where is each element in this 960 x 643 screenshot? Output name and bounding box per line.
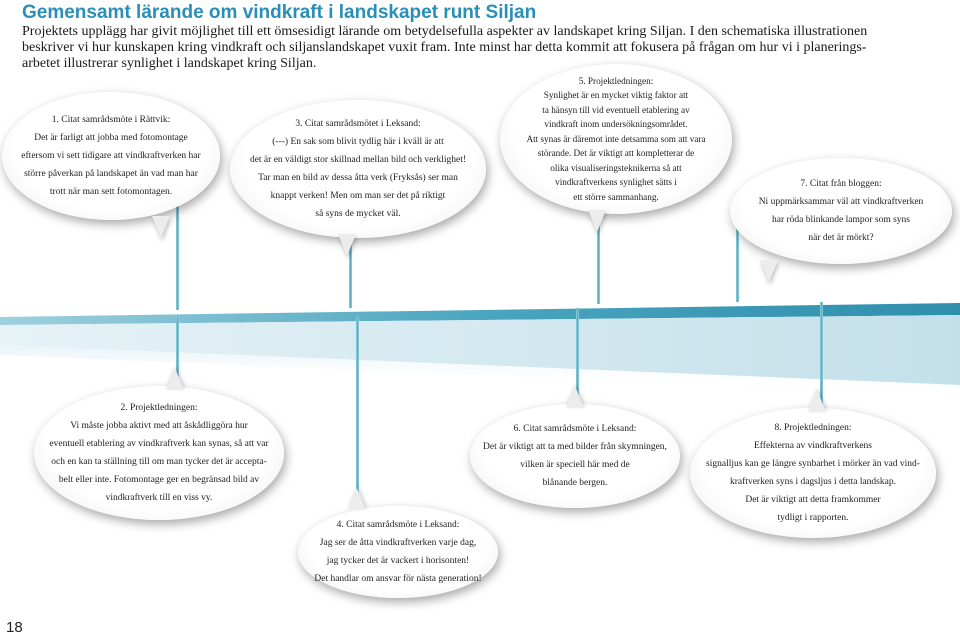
bubble-line: 2. Projektledningen: bbox=[120, 403, 198, 413]
bubble-line: vilken är speciell här med de bbox=[520, 460, 630, 470]
bubble-line: Vi måste jobba aktivt med att åskådliggö… bbox=[70, 421, 248, 431]
bubble-line: knappt verken! Men om man ser det på rik… bbox=[270, 191, 446, 201]
bubble-line: trott när man sett fotomontagen. bbox=[49, 187, 173, 197]
page-number: 18 bbox=[6, 619, 23, 636]
speech-bubble-2: 2. Projektledningen: Vi måste jobba akti… bbox=[34, 368, 284, 520]
bubble-line: så syns de mycket väl. bbox=[315, 209, 401, 219]
bubble-line: belt eller inte. Fotomontage ger en begr… bbox=[58, 475, 260, 485]
bubble-line: Effekterna av vindkraftverkens bbox=[754, 441, 872, 451]
connector-stem bbox=[597, 196, 600, 304]
bubble-line: 1. Citat samrådsmöte i Rättvik: bbox=[51, 115, 171, 125]
bubble-line: större påverkan på landskapet än vad man… bbox=[24, 169, 198, 179]
speech-bubble-4: 4. Citat samrådsmöte i Leksand: Jag ser … bbox=[298, 488, 498, 598]
bubble-line: Det är viktigt att detta framkommer bbox=[745, 495, 881, 505]
bubble-line: 3. Citat samrådsmötet i Leksand: bbox=[295, 119, 421, 129]
bubble-line: 5. Projektledningen: bbox=[578, 75, 654, 86]
intro-line: beskriver vi hur kunskapen kring vindkra… bbox=[22, 40, 867, 55]
connector-stem bbox=[356, 316, 359, 506]
bubble-line: 4. Citat samrådsmöte i Leksand: bbox=[336, 520, 460, 530]
intro-line: arbetet illustrerar synlighet i landskap… bbox=[22, 56, 317, 71]
bubble-line: signalljus kan ge längre synbarhet i mör… bbox=[706, 459, 920, 469]
bubble-line: Synlighet är en mycket viktig faktor att bbox=[543, 90, 689, 101]
bubble-line: kraftverken syns i dagsljus i detta land… bbox=[730, 477, 896, 487]
bubble-line: ta hänsyn till vid eventuell etablering … bbox=[542, 104, 690, 115]
bubble-line: tydligt i rapporten. bbox=[777, 513, 849, 523]
connector-stem bbox=[176, 200, 179, 310]
bubble-line: vindkraft inom undersökningsområdet. bbox=[544, 119, 688, 130]
bubble-line: när det är mörkt? bbox=[808, 233, 874, 243]
page-title: Gemensamt lärande om vindkraft i landska… bbox=[22, 2, 537, 23]
bubble-line: eftersom vi sett tidigare att vindkraftv… bbox=[21, 151, 201, 161]
bubble-line: det är en väldigt stor skillnad mellan b… bbox=[249, 155, 467, 165]
bubble-line: (---) En sak som blivit tydlig här i kvä… bbox=[272, 137, 444, 147]
bubble-line: Ni uppmärksammar väl att vindkraftverken bbox=[758, 197, 924, 207]
bubble-line: ett större sammanhang. bbox=[573, 191, 659, 202]
bubble-line: Tar man en bild av dessa åtta verk (Fryk… bbox=[258, 173, 458, 183]
bubble-line: 8. Projektledningen: bbox=[774, 423, 852, 433]
speech-bubble-3: 3. Citat samrådsmötet i Leksand: (---) E… bbox=[230, 100, 486, 256]
connector-stem bbox=[576, 308, 579, 408]
speech-bubble-5: 5. Projektledningen: Synlighet är en myc… bbox=[500, 64, 732, 232]
bubble-line: 6. Citat samrådsmöte i Leksand: bbox=[513, 424, 637, 434]
bubble-line: Det är farligt att jobba med fotomontage bbox=[34, 133, 188, 143]
connector-stem bbox=[176, 318, 179, 403]
speech-bubble-6: 6. Citat samrådsmöte i Leksand: Det är v… bbox=[470, 386, 680, 508]
bubble-line: och en kan ta ställning till om man tyck… bbox=[51, 457, 267, 467]
bubble-line: 7. Citat från bloggen: bbox=[800, 179, 882, 189]
intro-paragraph: Projektets upplägg har givit möjlighet t… bbox=[22, 24, 922, 72]
connector-stem bbox=[820, 302, 823, 418]
bubble-line: störande. Det är viktigt att komplettera… bbox=[537, 148, 695, 159]
bubble-line: Jag ser de åtta vindkraftverken varje da… bbox=[319, 538, 477, 548]
speech-bubble-7: 7. Citat från bloggen: Ni uppmärksammar … bbox=[730, 158, 952, 282]
bubble-line: har röda blinkande lampor som syns bbox=[772, 215, 910, 225]
connector-stem bbox=[349, 222, 352, 308]
bubble-line: vindkraftverk till en viss vy. bbox=[105, 493, 213, 503]
speech-bubble-8: 8. Projektledningen: Effekterna av vindk… bbox=[690, 390, 936, 538]
bubble-line: Det handlar om ansvar för nästa generati… bbox=[314, 574, 482, 584]
timeline-bar bbox=[0, 295, 960, 395]
speech-bubble-1: 1. Citat samrådsmöte i Rättvik: Det är f… bbox=[2, 92, 220, 238]
bubble-line: vindkraftverkens synlighet sätts i bbox=[555, 177, 677, 188]
bubble-line: olika visualiseringsteknikerna så att bbox=[550, 162, 682, 173]
bubble-line: Det är viktigt att ta med bilder från sk… bbox=[483, 442, 667, 452]
intro-line: Projektets upplägg har givit möjlighet t… bbox=[22, 24, 868, 39]
bubble-line: blånande bergen. bbox=[542, 478, 608, 488]
bubble-line: jag tycker det är vackert i horisonten! bbox=[326, 556, 470, 566]
bubble-line: eventuell etablering av vindkraftverk ka… bbox=[49, 439, 269, 449]
connector-stem bbox=[736, 200, 739, 302]
bubble-line: Att synas är däremot inte detsamma som a… bbox=[526, 133, 706, 144]
